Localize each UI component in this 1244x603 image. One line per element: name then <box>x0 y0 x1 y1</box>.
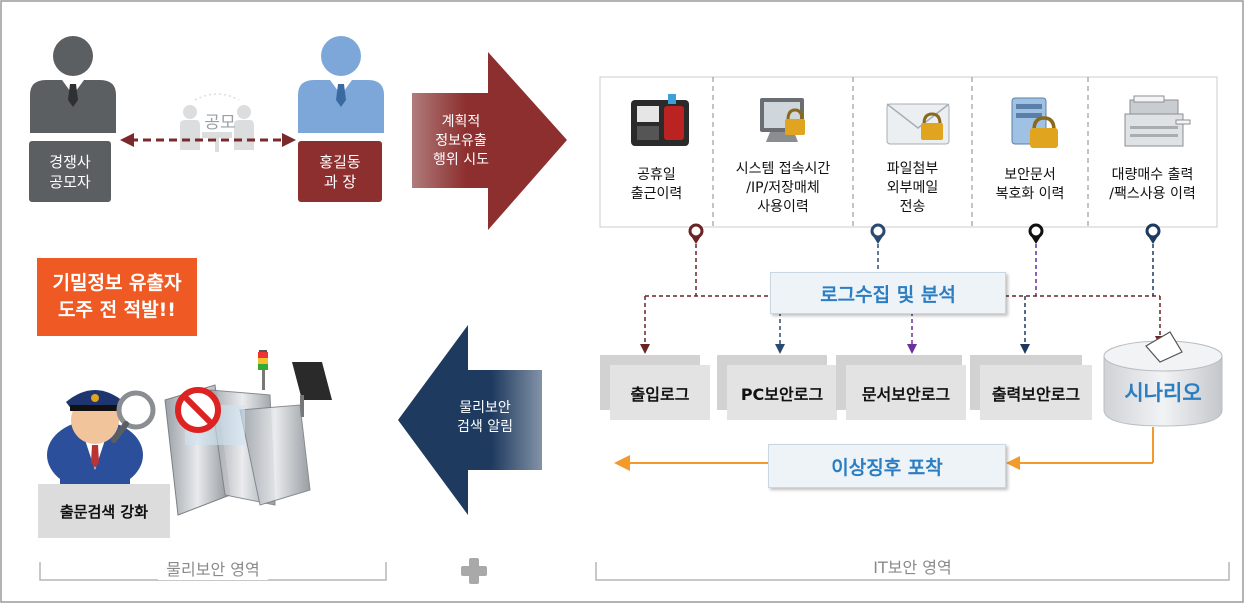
anomaly-flow-arrows <box>614 427 1154 471</box>
pin-pc <box>870 223 886 244</box>
speedgate-icon <box>164 350 332 516</box>
log-sources-panel <box>599 76 1218 228</box>
log-box-shapes <box>600 355 1092 420</box>
exit-search-label: 출문검색 강화 <box>38 484 170 538</box>
it-zone-label: IT보안 영역 <box>865 554 960 578</box>
locked-mail-icon <box>886 103 950 145</box>
zone-brackets <box>39 562 1230 581</box>
source-document-label: 보안문서 복호화 이력 <box>995 167 1065 202</box>
competitor-label: 경쟁사 공모자 <box>29 141 111 202</box>
log-access: 출입로그 <box>630 384 690 404</box>
collusion-label: 공모 <box>204 112 236 133</box>
physical-zone: 물리보안 영역 <box>40 556 386 580</box>
scenario-cylinder <box>1103 331 1223 427</box>
anomaly-band: 이상징후 포착 <box>768 444 1006 488</box>
locked-server-icon <box>1011 97 1058 148</box>
log-print-security: 출력보안로그 <box>991 384 1081 404</box>
pin-document <box>1028 223 1044 244</box>
attempt-arrow <box>412 52 567 230</box>
insider-person-icon <box>298 36 384 133</box>
collusion-double-arrow <box>120 133 296 147</box>
attempt-label: 계획적 정보유출 행위 시도 <box>433 113 489 168</box>
plus-icon <box>461 558 487 584</box>
meeting-icon <box>180 93 254 152</box>
log-collection-band: 로그수집 및 분석 <box>770 272 1006 314</box>
source-mail-label: 파일첨부 외부메일 전송 <box>886 160 939 215</box>
source-attendance-label: 공휴일 출근이력 <box>630 167 683 202</box>
log-connectors <box>640 244 1165 354</box>
source-system-access-label: 시스템 접속시간 /IP/저장매체 사용이력 <box>735 160 831 215</box>
pin-attendance <box>688 223 704 244</box>
alert-label: 물리보안 검색 알림 <box>457 400 513 435</box>
competitor-person-icon <box>30 36 116 133</box>
attendance-terminal-icon <box>631 94 689 146</box>
scenario-label: 시나리오 <box>1124 381 1202 405</box>
log-pc-security: PC보안로그 <box>740 384 824 404</box>
leak-detected-badge: 기밀정보 유출자 도주 전 적발!! <box>37 258 197 336</box>
insider-label: 홍길동 과 장 <box>298 141 382 202</box>
log-document-security: 문서보안로그 <box>861 384 951 404</box>
alert-arrow <box>398 325 542 515</box>
pin-print <box>1145 223 1161 244</box>
copier-icon <box>1124 95 1191 147</box>
source-print-label: 대량매수 출력 /팩스사용 이력 <box>1109 167 1196 202</box>
locked-monitor-icon <box>760 98 805 142</box>
guard-icon <box>47 390 156 490</box>
it-zone: IT보안 영역 <box>596 554 1229 578</box>
physical-zone-label: 물리보안 영역 <box>158 556 268 580</box>
